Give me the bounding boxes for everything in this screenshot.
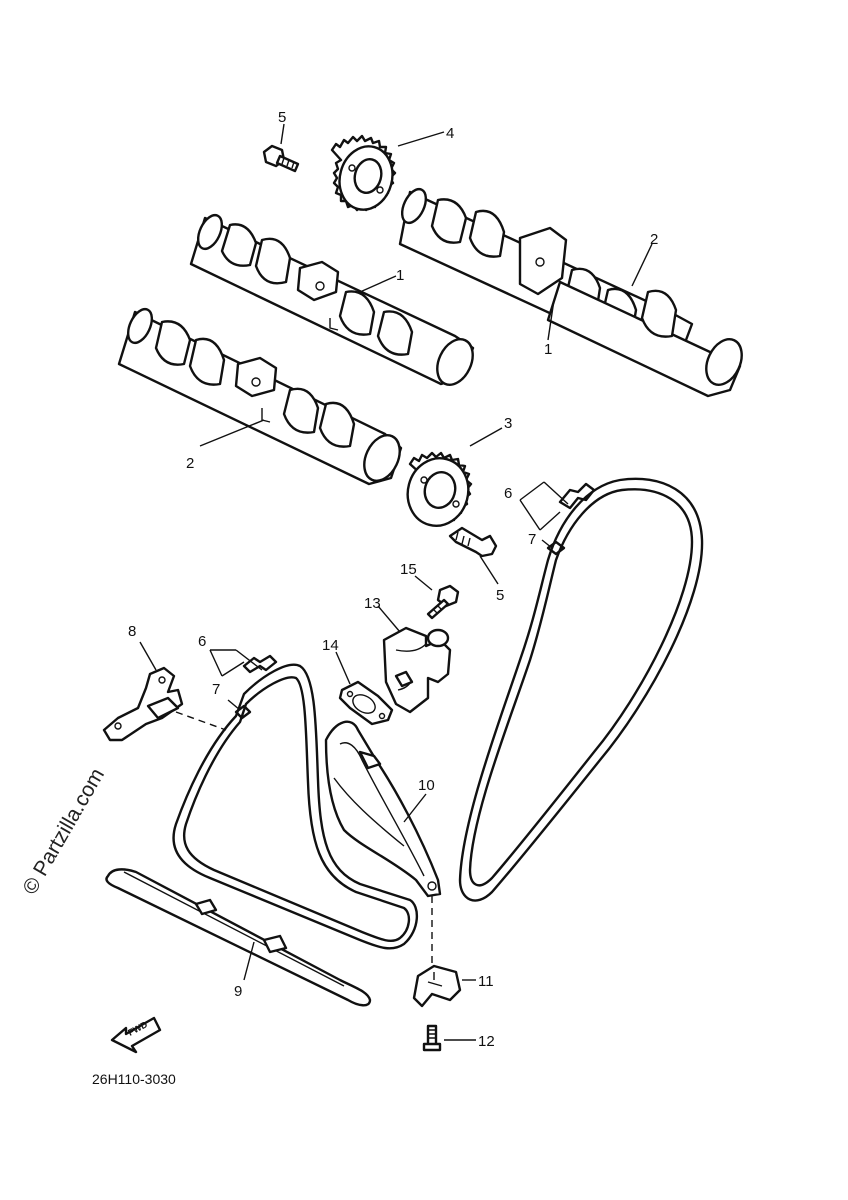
callout-2-right: 2: [650, 231, 658, 248]
bolt-part-5-lower[interactable]: [448, 526, 498, 558]
camshaft-assembly-right[interactable]: [397, 185, 748, 398]
callout-2-lower: 2: [186, 455, 194, 472]
timing-chain-left[interactable]: [172, 654, 418, 950]
callout-12: 12: [478, 1033, 495, 1050]
bolt-part-15[interactable]: [426, 584, 460, 620]
camshaft-part-1-upper[interactable]: [189, 211, 480, 390]
callout-14: 14: [322, 637, 339, 654]
cam-sprocket-part-3[interactable]: [400, 451, 476, 532]
camshaft-part-2-lower[interactable]: [117, 305, 407, 486]
watermark: © Partzilla.com: [18, 764, 109, 898]
callout-13: 13: [364, 595, 381, 612]
callout-5-lower: 5: [496, 587, 504, 604]
callout-7-left: 7: [212, 681, 220, 698]
timing-chain-right[interactable]: [458, 477, 704, 902]
chain-guide-part-9[interactable]: [105, 868, 372, 1007]
guide-bracket-part-8[interactable]: [102, 666, 184, 742]
callout-10: 10: [418, 777, 435, 794]
gasket-part-14[interactable]: [338, 680, 394, 726]
callout-8: 8: [128, 623, 136, 640]
callout-15: 15: [400, 561, 417, 578]
guide-stopper-part-11[interactable]: [412, 964, 462, 1008]
callout-6-left: 6: [198, 633, 206, 650]
callout-7-right: 7: [528, 531, 536, 548]
callout-9: 9: [234, 983, 242, 1000]
callout-6-right: 6: [504, 485, 512, 502]
callout-1-right: 1: [544, 341, 552, 358]
bolt-part-5-top[interactable]: [262, 144, 300, 173]
callout-4: 4: [446, 125, 454, 142]
callout-5-top: 5: [278, 109, 286, 126]
forward-arrow-icon: FWD: [110, 1016, 162, 1054]
callout-11: 11: [478, 973, 494, 990]
cam-sprocket-part-4[interactable]: [330, 134, 399, 216]
tensioner-guide-part-10[interactable]: [324, 720, 442, 898]
diagram-code: 26H110-3030: [92, 1071, 176, 1087]
chain-tensioner-part-13[interactable]: [382, 626, 452, 714]
callout-3: 3: [504, 415, 512, 432]
bolt-part-12[interactable]: [422, 1024, 442, 1052]
callout-1-upper: 1: [396, 267, 404, 284]
